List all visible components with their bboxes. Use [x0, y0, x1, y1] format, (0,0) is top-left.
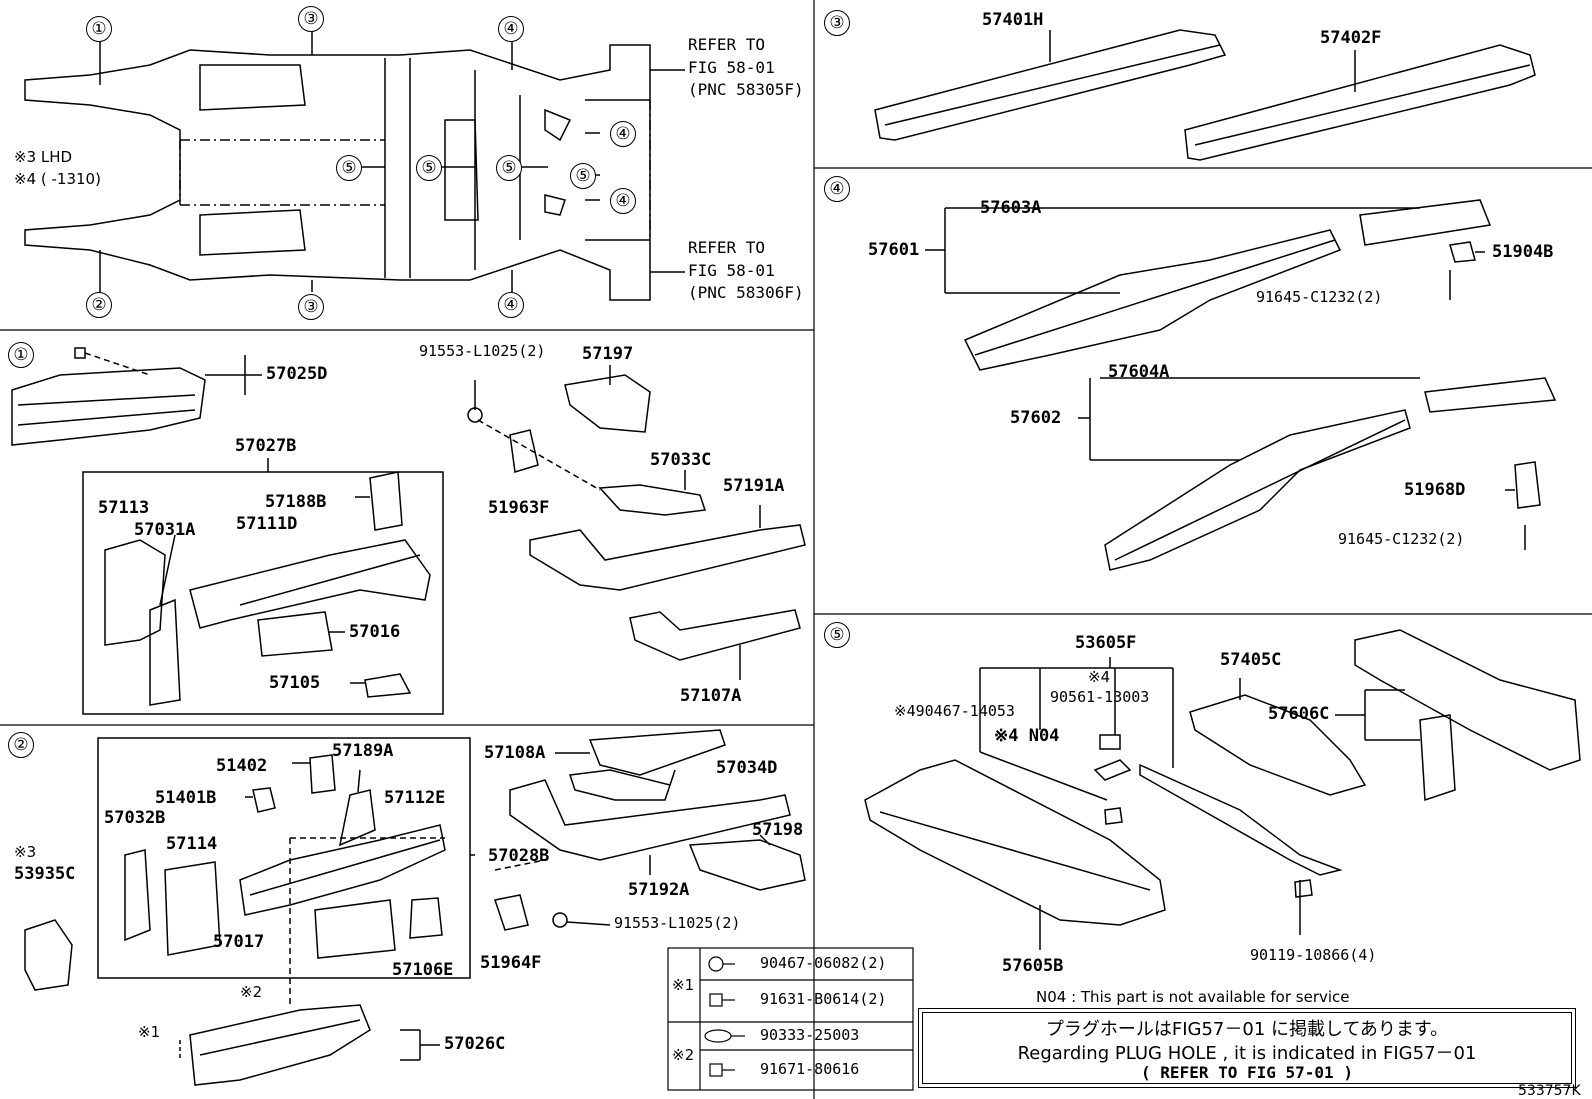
section-3-marker: ③	[824, 10, 850, 36]
section3-artwork	[874, 29, 1536, 161]
callout-4-right-upper[interactable]: ④	[610, 121, 636, 147]
part-label[interactable]: 57405C	[1220, 650, 1282, 670]
callout-5-d[interactable]: ⑤	[570, 163, 596, 189]
diagram-id: 533757K	[1518, 1083, 1581, 1099]
part-label[interactable]: 57033C	[650, 450, 712, 470]
plug-hole-note-en: Regarding PLUG HOLE , it is indicated in…	[1017, 1043, 1477, 1064]
callout-5-c[interactable]: ⑤	[496, 155, 522, 181]
note-mark-1: ※1	[138, 1023, 161, 1041]
part-label[interactable]: 57198	[752, 820, 804, 840]
callout-4-top[interactable]: ④	[498, 16, 524, 42]
note-mark-3: ※3	[14, 843, 37, 861]
refer-bottom-line2[interactable]: FIG 58-01	[688, 261, 775, 280]
part-label[interactable]: 57108A	[484, 743, 546, 763]
part-label[interactable]: ※490467-14053	[894, 702, 1015, 720]
part-label[interactable]: 57114	[166, 834, 218, 854]
part-label[interactable]: 57191A	[723, 476, 785, 496]
note-mark-4: ※4	[1088, 668, 1111, 686]
legend-part[interactable]: 91671-80616	[760, 1060, 860, 1078]
section-2-marker: ②	[8, 732, 34, 758]
part-label[interactable]: 57602	[1010, 408, 1062, 428]
part-label[interactable]: 57603A	[980, 198, 1042, 218]
part-label[interactable]: 57027B	[235, 436, 297, 456]
part-label[interactable]: 57402F	[1320, 28, 1382, 48]
callout-1[interactable]: ①	[86, 16, 112, 42]
part-label[interactable]: 57025D	[266, 364, 328, 384]
section2-artwork	[24, 729, 806, 1086]
part-label[interactable]: 57107A	[680, 686, 742, 706]
part-label[interactable]: 51963F	[488, 498, 550, 518]
lhd-note: ※3 LHD	[14, 148, 73, 166]
callout-4-bottom[interactable]: ④	[498, 292, 524, 318]
legend-part[interactable]: 90333-25003	[760, 1026, 860, 1044]
part-label[interactable]: 53605F	[1075, 633, 1137, 653]
part-label[interactable]: 51968D	[1404, 480, 1466, 500]
part-label[interactable]: 90561-13003	[1050, 688, 1150, 706]
part-label[interactable]: 57189A	[332, 741, 394, 761]
part-label[interactable]: 53935C	[14, 864, 76, 884]
plug-hole-note-jp: プラグホールはFIG57－01 に掲載してあります。	[1045, 1019, 1449, 1040]
section-5-marker: ⑤	[824, 622, 850, 648]
part-label[interactable]: 57197	[582, 344, 634, 364]
part-label[interactable]: 57192A	[628, 880, 690, 900]
part-label[interactable]: 91553-L1025(2)	[419, 342, 546, 360]
section1-artwork	[11, 347, 806, 715]
callout-2[interactable]: ②	[86, 292, 112, 318]
plug-hole-note-box: プラグホールはFIG57－01 に掲載してあります。 Regarding PLU…	[918, 1008, 1576, 1088]
refer-bottom-line1: REFER TO	[688, 238, 766, 257]
part-label[interactable]: 51904B	[1492, 242, 1554, 262]
part-label[interactable]: 57031A	[134, 520, 196, 540]
section-1-marker: ①	[8, 342, 34, 368]
part-label[interactable]: 57606C	[1268, 704, 1330, 724]
part-label[interactable]: 57028B	[488, 846, 550, 866]
legend-group-1: ※1	[672, 976, 695, 994]
part-label[interactable]: 57106E	[392, 960, 454, 980]
section-4-marker: ④	[824, 176, 850, 202]
part-label[interactable]: 57032B	[104, 808, 166, 828]
part-label[interactable]: 91553-L1025(2)	[614, 914, 741, 932]
callout-4-right-lower[interactable]: ④	[610, 188, 636, 214]
legend-part[interactable]: 91631-B0614(2)	[760, 990, 887, 1008]
part-label[interactable]: 57111D	[236, 514, 298, 534]
part-label[interactable]: 57026C	[444, 1034, 506, 1054]
part-label[interactable]: 57016	[349, 622, 401, 642]
fastener-legend-table	[667, 947, 914, 1091]
part-label[interactable]: 57105	[269, 673, 321, 693]
part-label[interactable]: 51401B	[155, 788, 217, 808]
part-label[interactable]: 51964F	[480, 953, 542, 973]
refer-bottom-line3: (PNC 58306F)	[688, 283, 804, 302]
refer-fig-link[interactable]: ( REFER TO FIG 57-01 )	[1141, 1063, 1353, 1082]
part-label[interactable]: ※4 N04	[994, 726, 1060, 746]
part-label[interactable]: 57113	[98, 498, 150, 518]
date-note: ※4 ( -1310)	[14, 170, 101, 188]
part-label[interactable]: 91645-C1232(2)	[1256, 288, 1383, 306]
part-label[interactable]: 57017	[213, 932, 265, 952]
legend-group-2: ※2	[672, 1046, 695, 1064]
note-mark-2: ※2	[240, 983, 263, 1001]
callout-3-top[interactable]: ③	[298, 6, 324, 32]
callout-5-a[interactable]: ⑤	[336, 155, 362, 181]
part-label[interactable]: 90119-10866(4)	[1250, 946, 1377, 964]
refer-top-line3: (PNC 58305F)	[688, 80, 804, 99]
n04-availability-note: N04 : This part is not available for ser…	[1036, 988, 1350, 1006]
section5-artwork	[864, 629, 1581, 950]
refer-top-line1: REFER TO	[688, 35, 766, 54]
part-label[interactable]: 57601	[868, 240, 920, 260]
part-label[interactable]: 57034D	[716, 758, 778, 778]
part-label[interactable]: 57401H	[982, 10, 1044, 30]
section4-artwork	[925, 199, 1557, 571]
part-label[interactable]: 91645-C1232(2)	[1338, 530, 1465, 548]
refer-top-line2[interactable]: FIG 58-01	[688, 58, 775, 77]
part-label[interactable]: 57604A	[1108, 362, 1170, 382]
part-label[interactable]: 51402	[216, 756, 268, 776]
callout-3-bottom[interactable]: ③	[298, 294, 324, 320]
part-label[interactable]: 57112E	[384, 788, 446, 808]
legend-part[interactable]: 90467-06082(2)	[760, 954, 887, 972]
part-label[interactable]: 57188B	[265, 492, 327, 512]
callout-5-b[interactable]: ⑤	[416, 155, 442, 181]
part-label[interactable]: 57605B	[1002, 956, 1064, 976]
